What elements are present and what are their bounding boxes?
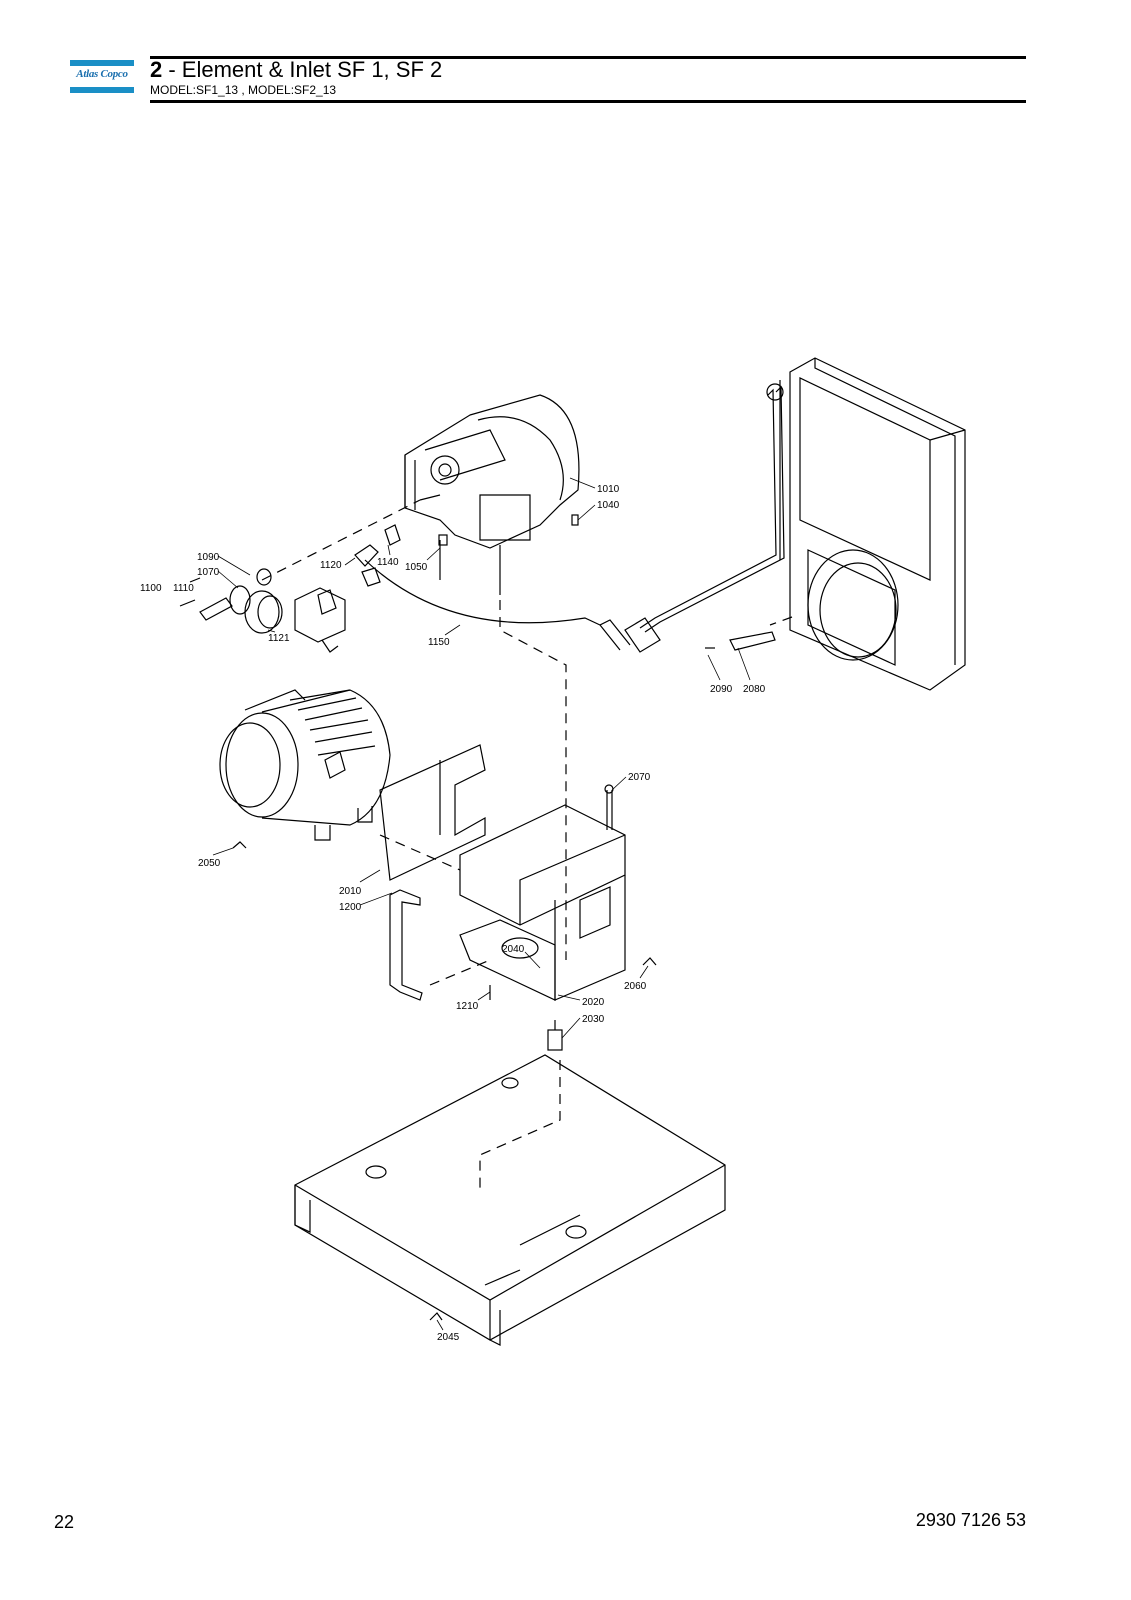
callout-2040: 2040 xyxy=(502,944,525,955)
callout-2045: 2045 xyxy=(437,1332,460,1343)
callout-1110: 1110 xyxy=(173,583,194,594)
callout-1121: 1121 xyxy=(268,633,290,644)
callout-1100: 1100 xyxy=(140,583,162,594)
compressor-element xyxy=(404,394,580,595)
callout-1070: 1070 xyxy=(197,567,220,578)
page-title: 2 - Element & Inlet SF 1, SF 2 xyxy=(150,58,442,82)
callout-1090: 1090 xyxy=(197,552,220,563)
discharge-pipe xyxy=(364,383,785,653)
air-filter-assembly xyxy=(179,568,346,653)
header-bottom-rule xyxy=(150,100,1026,103)
callout-2070: 2070 xyxy=(628,772,651,783)
section-number: 2 xyxy=(150,57,163,82)
atlas-copco-logo: Atlas Copco xyxy=(70,60,134,93)
inlet-fittings xyxy=(354,524,448,587)
callout-1050: 1050 xyxy=(405,562,428,573)
electric-motor xyxy=(219,689,391,841)
assembly-lines xyxy=(261,499,793,1190)
support-bracket xyxy=(389,889,423,1001)
logo-bottom-band xyxy=(70,87,134,93)
callout-labels: 1010 1040 1050 1090 1070 1100 1110 1120 … xyxy=(140,484,766,1343)
callout-1210: 1210 xyxy=(456,1001,479,1012)
callout-2020: 2020 xyxy=(582,997,605,1008)
document-number: 2930 7126 53 xyxy=(915,1510,1026,1530)
callout-2060: 2060 xyxy=(624,981,647,992)
callout-2010: 2010 xyxy=(339,886,362,897)
callout-1150: 1150 xyxy=(428,637,450,648)
callout-2090: 2090 xyxy=(710,684,733,695)
header-top-rule xyxy=(150,56,1026,59)
callout-1010: 1010 xyxy=(597,484,620,495)
callout-2030: 2030 xyxy=(582,1014,605,1025)
leader-lines xyxy=(212,477,751,1331)
callout-1140: 1140 xyxy=(377,557,399,568)
page-number: 22 xyxy=(54,1512,75,1532)
logo-top-band xyxy=(70,60,134,66)
motor-mounting-plate xyxy=(379,744,486,881)
mounting-frame xyxy=(459,804,626,1001)
callout-1040: 1040 xyxy=(597,500,620,511)
model-list: MODEL:SF1_13 , MODEL:SF2_13 xyxy=(150,83,337,97)
cooler-housing xyxy=(779,357,966,691)
base-frame xyxy=(294,1054,726,1346)
callout-2050: 2050 xyxy=(198,858,221,869)
logo-wordmark: Atlas Copco xyxy=(76,68,128,80)
callout-2080: 2080 xyxy=(743,684,766,695)
callout-1200: 1200 xyxy=(339,902,362,913)
section-title: - Element & Inlet SF 1, SF 2 xyxy=(162,57,443,82)
callout-1120: 1120 xyxy=(320,560,342,571)
